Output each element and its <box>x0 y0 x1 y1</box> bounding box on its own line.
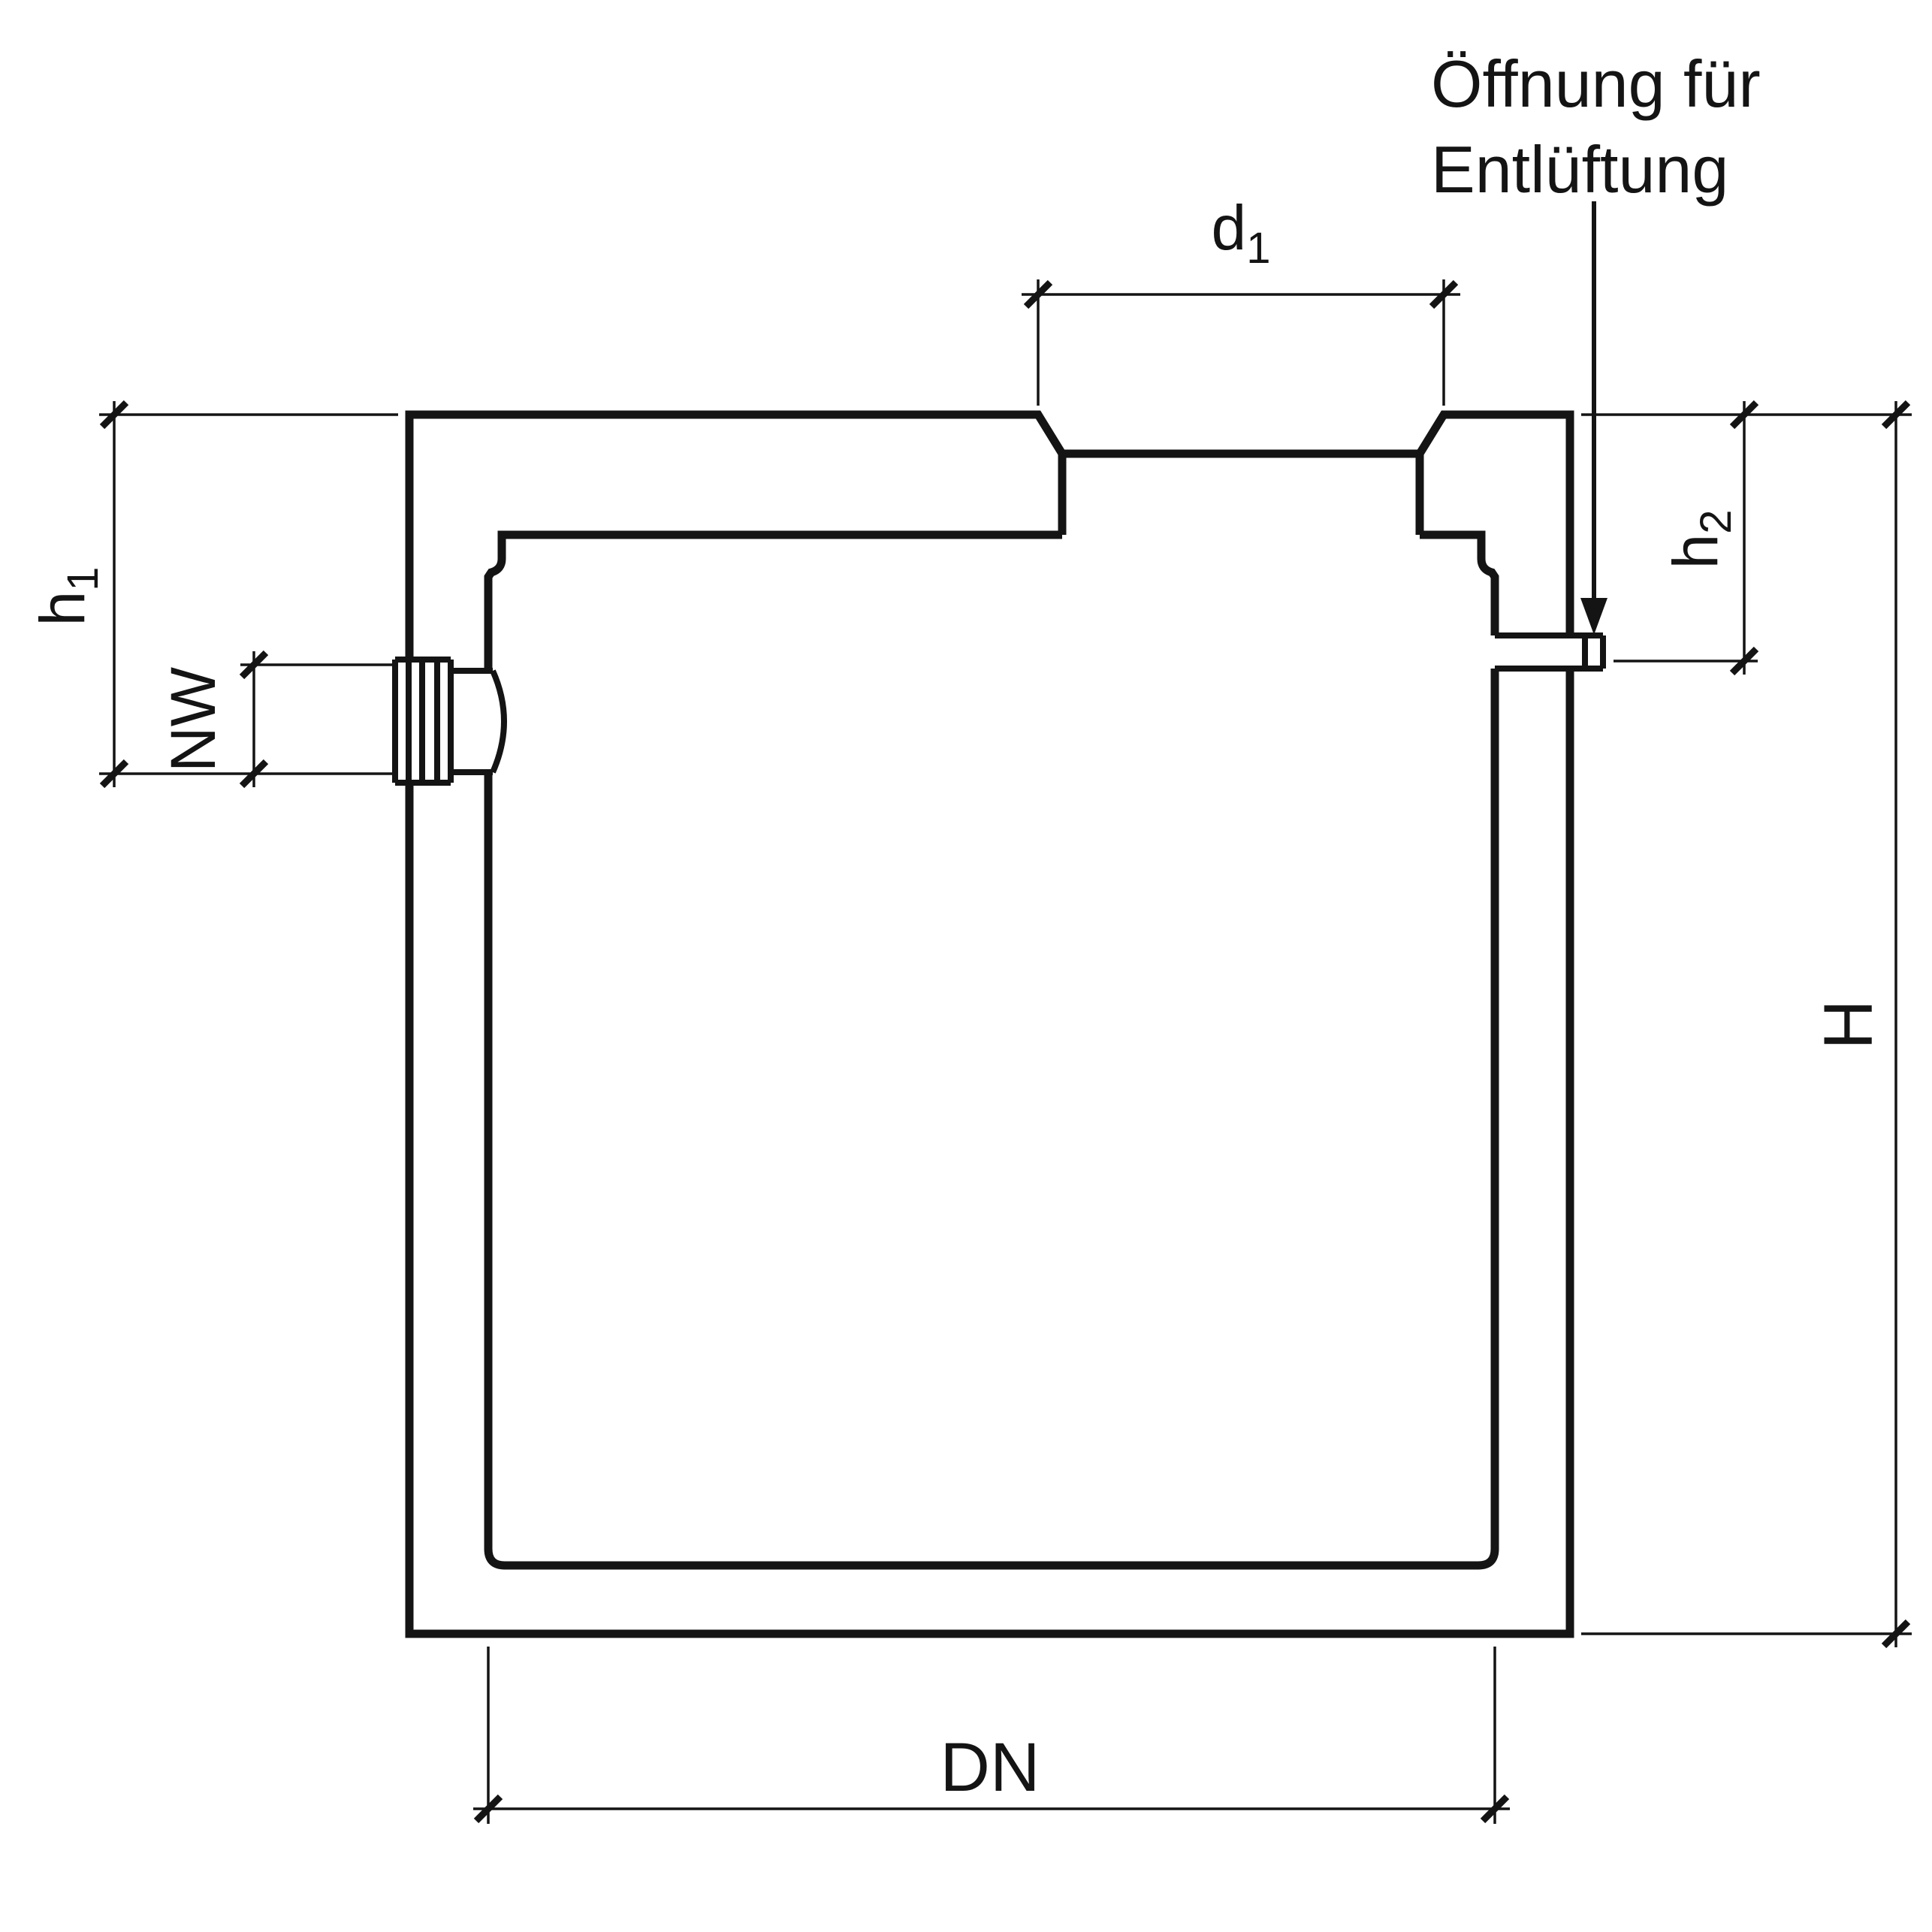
vessel-shell-outline <box>405 410 1574 1638</box>
vent-opening-stub <box>1495 632 1606 672</box>
inlet-socket <box>392 657 507 786</box>
dimension-d1-ticks <box>1023 279 1459 309</box>
dimension-nw-ticks <box>239 650 269 789</box>
vessel <box>405 410 1574 1638</box>
dimension-nw <box>239 650 392 789</box>
dimension-height <box>1581 400 1912 1649</box>
dim-label-dn: DN <box>940 1729 1040 1806</box>
labels: Öffnung für Entlüftung d1 h1 NW h2 H DN <box>27 47 1887 1806</box>
dimension-dn <box>473 1647 1510 1824</box>
dimension-h1-ticks <box>99 400 129 789</box>
dimension-h1 <box>99 400 398 789</box>
dim-label-nw: NW <box>158 667 228 772</box>
dimension-height-lines <box>1581 401 1912 1647</box>
dimension-d1 <box>1022 279 1460 406</box>
dimension-height-ticks <box>1881 400 1911 1649</box>
dimensions <box>99 279 1912 1824</box>
dimension-nw-lines <box>240 651 392 787</box>
vent-annotation-line1: Öffnung für <box>1431 47 1761 121</box>
dimension-dn-ticks <box>473 1794 1510 1824</box>
dimension-dn-lines <box>473 1647 1510 1824</box>
dim-label-h1: h1 <box>27 567 107 626</box>
dim-label-height: H <box>1810 1000 1887 1049</box>
vent-leader-arrowhead-icon <box>1580 598 1607 635</box>
vent-annotation-line2: Entlüftung <box>1431 132 1728 207</box>
vent-leader <box>1580 201 1607 635</box>
dimension-h2 <box>1581 400 1912 676</box>
cover-opening-neck <box>1058 454 1424 535</box>
fittings <box>392 632 1606 786</box>
dimension-h2-ticks <box>1729 400 1759 676</box>
dim-label-h2: h2 <box>1660 510 1740 569</box>
dimension-h1-lines <box>99 401 398 787</box>
dim-label-d1: d1 <box>1212 192 1271 273</box>
dimension-d1-lines <box>1022 279 1460 406</box>
vessel-inner-cavity <box>484 530 1499 1570</box>
drawing-lines <box>99 201 1912 1824</box>
